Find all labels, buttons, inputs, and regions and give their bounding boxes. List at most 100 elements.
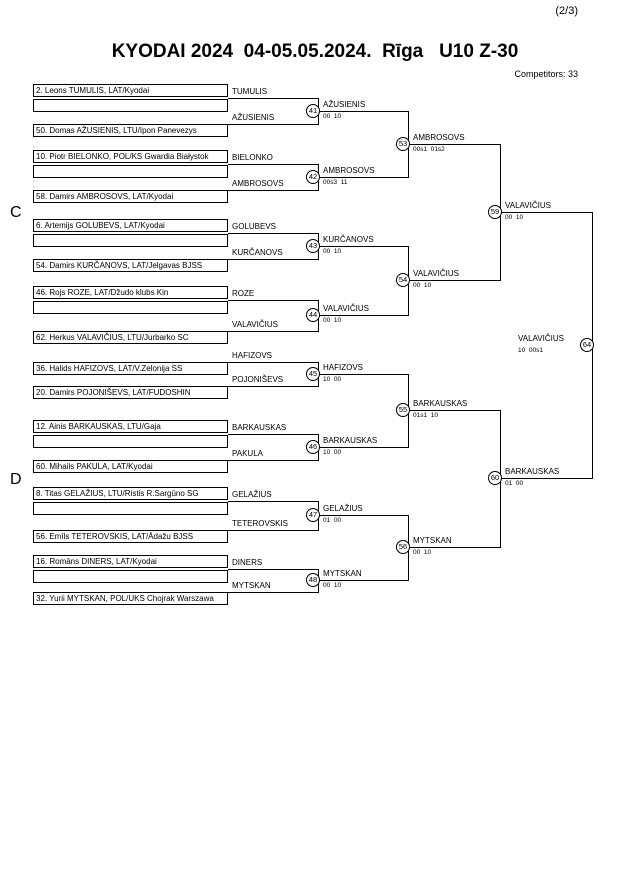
bracket-line-h	[228, 501, 319, 502]
competitor-box: 6. Artemijs GOLUBEVS, LAT/Kyodai	[33, 219, 228, 232]
match-winner-label: BARKAUSKAS	[323, 436, 378, 445]
bracket-line-h	[500, 478, 593, 479]
match-number-circle: 41	[306, 104, 320, 118]
competitor-box: 58. Damirs AMBROSOVS, LAT/Kyodai	[33, 190, 228, 203]
competitor-box: 36. Halids HAFIZOVS, LAT/V.Zelonija SS	[33, 362, 228, 375]
match-score: 00s1 01s2	[413, 146, 445, 153]
round1-winner-label: DINERS	[232, 558, 263, 567]
bracket-line-h	[318, 315, 409, 316]
match-score: 00 10	[323, 582, 342, 589]
competitor-box: 32. Yurii MYTSKAN, POL/UKS Chojrak Warsz…	[33, 592, 228, 605]
match-winner-label: AMBROSOVS	[413, 133, 465, 142]
bracket-line-h	[228, 386, 319, 387]
competitor-box: 16. Romāns DINERS, LAT/Kyodai	[33, 555, 228, 568]
round1-winner-label: BIELONKO	[232, 153, 273, 162]
round1-winner-label: GOLUBEVS	[232, 222, 277, 231]
match-number-circle: 55	[396, 403, 410, 417]
bracket-line-h	[318, 177, 409, 178]
bracket-line-h	[318, 515, 409, 516]
round1-winner-label: AŽUSIENIS	[232, 113, 275, 122]
match-winner-label: VALAVIČIUS	[323, 304, 369, 313]
match-winner-label: BARKAUSKAS	[505, 467, 560, 476]
bracket-line-h	[408, 547, 501, 548]
match-winner-label: KURČANOVS	[323, 235, 374, 244]
round1-winner-label: KURČANOVS	[232, 248, 283, 257]
bracket-line-h	[408, 280, 501, 281]
round1-winner-label: HAFIZOVS	[232, 351, 273, 360]
match-winner-label: AMBROSOVS	[323, 166, 375, 175]
competitor-box: 56. Emīls TETEROVSKIS, LAT/Ādažu BJSS	[33, 530, 228, 543]
match-winner-label: AŽUSIENIS	[323, 100, 366, 109]
page-number: (2/3)	[555, 5, 578, 17]
match-winner-label: MYTSKAN	[413, 536, 452, 545]
bracket-line-h	[318, 447, 409, 448]
match-number-circle: 46	[306, 440, 320, 454]
round1-winner-label: MYTSKAN	[232, 581, 271, 590]
round1-winner-label: TUMULIS	[232, 87, 268, 96]
bracket-line-h	[228, 233, 319, 234]
match-winner-label: VALAVIČIUS	[518, 334, 564, 343]
competitor-box: 10. Piotr BIELONKO, POL/KS Gwardia Biały…	[33, 150, 228, 163]
competitor-box: 2. Leons TUMULIS, LAT/Kyodai	[33, 84, 228, 97]
bracket-line-h	[408, 144, 501, 145]
match-winner-label: GELAŽIUS	[323, 504, 363, 513]
competitor-box	[33, 234, 228, 247]
round1-winner-label: ROZE	[232, 289, 255, 298]
match-score: 00 10	[323, 248, 342, 255]
bracket-line-h	[500, 212, 593, 213]
competitor-box: 46. Rojs ROZE, LAT/Džudo klubs Kin	[33, 286, 228, 299]
competitor-box: 12. Ainis BARKAUSKAS, LTU/Gaja	[33, 420, 228, 433]
match-number-circle: 64	[580, 338, 594, 352]
bracket-line-h	[228, 164, 319, 165]
tournament-title: KYODAI 2024 04-05.05.2024. Rīga U10 Z-30	[111, 41, 519, 62]
match-score: 00 10	[323, 113, 342, 120]
match-number-circle: 47	[306, 508, 320, 522]
competitor-box: 8. Titas GELAŽIUS, LTU/Ristis R.Sargūno …	[33, 487, 228, 500]
bracket-line-h	[228, 569, 319, 570]
bracket-line-h	[228, 362, 319, 363]
match-winner-label: BARKAUSKAS	[413, 399, 468, 408]
match-number-circle: 45	[306, 367, 320, 381]
competitor-box: 50. Domas AŽUSIENIS, LTU/Ipon Panevezys	[33, 124, 228, 137]
match-winner-label: VALAVIČIUS	[413, 269, 459, 278]
round1-winner-label: POJONIŠEVS	[232, 375, 284, 384]
bracket-line-h	[318, 374, 409, 375]
competitors-count: Competitors: 33	[514, 69, 578, 79]
match-number-circle: 56	[396, 540, 410, 554]
match-winner-label: MYTSKAN	[323, 569, 362, 578]
match-score: 00 10	[413, 549, 432, 556]
match-number-circle: 54	[396, 273, 410, 287]
match-score: 01s1 10	[413, 412, 438, 419]
round1-winner-label: TETEROVSKIS	[232, 519, 289, 528]
competitor-box	[33, 165, 228, 178]
bracket-line-h	[228, 530, 319, 531]
match-score: 00 10	[505, 214, 524, 221]
bracket-line-h	[228, 124, 319, 125]
pool-label-c: C	[10, 204, 22, 221]
round1-winner-label: GELAŽIUS	[232, 490, 272, 499]
bracket-line-h	[318, 580, 409, 581]
match-winner-label: VALAVIČIUS	[505, 201, 551, 210]
bracket-line-h	[228, 190, 319, 191]
match-score: 01 00	[505, 480, 524, 487]
match-winner-label: HAFIZOVS	[323, 363, 364, 372]
competitor-box: 54. Damirs KURČANOVS, LAT/Jelgavas BJSS	[33, 259, 228, 272]
bracket-line-h	[228, 300, 319, 301]
round1-winner-label: VALAVIČIUS	[232, 320, 278, 329]
match-number-circle: 53	[396, 137, 410, 151]
match-number-circle: 43	[306, 239, 320, 253]
bracket-line-h	[228, 460, 319, 461]
competitor-box: 62. Herkus VALAVIČIUS, LTU/Jurbarko SC	[33, 331, 228, 344]
bracket-line-h	[228, 259, 319, 260]
competitor-box: 20. Damirs POJONIŠEVS, LAT/FUDOSHIN	[33, 386, 228, 399]
bracket-line-h	[228, 331, 319, 332]
match-number-circle: 44	[306, 308, 320, 322]
bracket-line-h	[318, 246, 409, 247]
bracket-line-h	[318, 111, 409, 112]
match-score: 00 10	[413, 282, 432, 289]
bracket-line-h	[228, 434, 319, 435]
pool-label-d: D	[10, 471, 22, 488]
match-score: 10 00s1	[518, 347, 543, 354]
match-number-circle: 59	[488, 205, 502, 219]
